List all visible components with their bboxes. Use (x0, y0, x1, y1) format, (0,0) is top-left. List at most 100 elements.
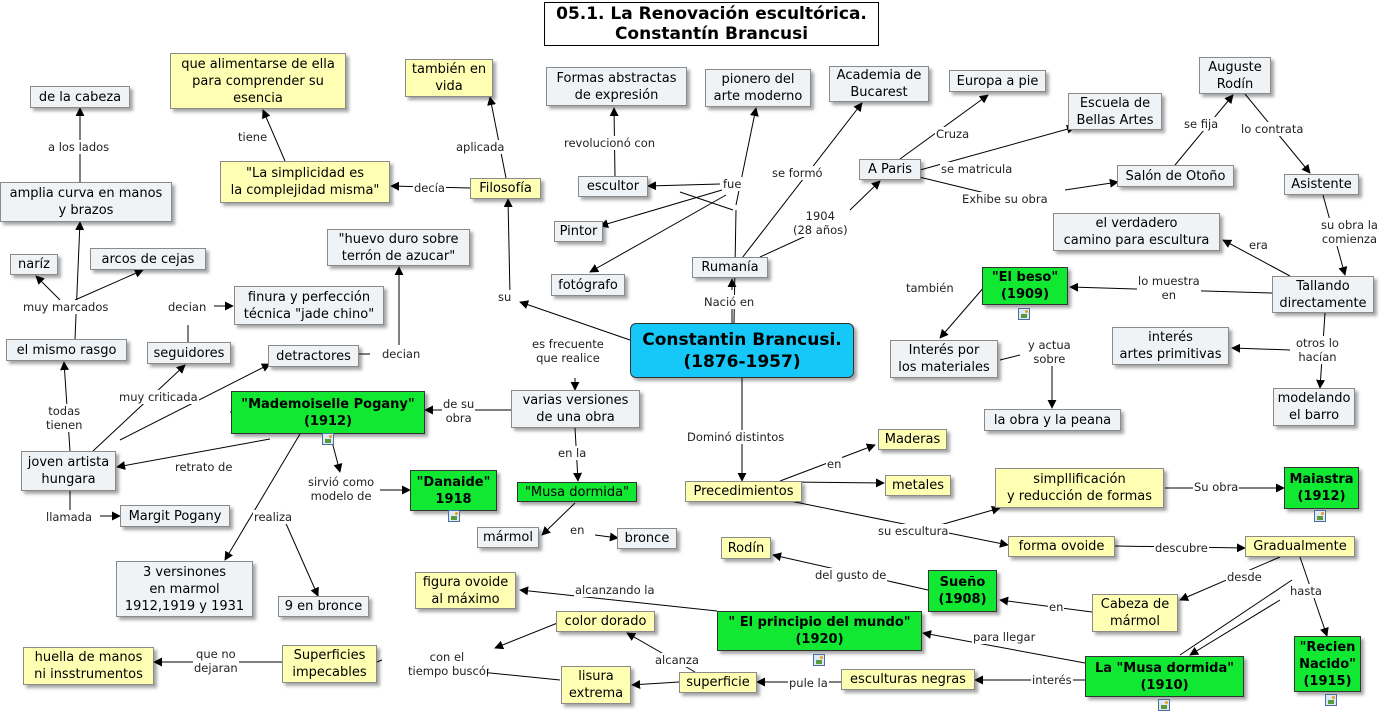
node-arcos[interactable]: arcos de cejas (90, 248, 206, 270)
image-icon[interactable] (1158, 699, 1170, 711)
node-superficie[interactable]: superficie (679, 672, 757, 693)
node-el-beso[interactable]: "El beso" (1909) (982, 267, 1068, 305)
connector-line (679, 191, 734, 211)
node-margit[interactable]: Margit Pogany (120, 505, 230, 527)
node-joven[interactable]: joven artista hungara (21, 451, 116, 491)
node-musa-dormida-g[interactable]: "Musa dormida" (517, 482, 637, 502)
link-label-domino: Dominó distintos (686, 430, 786, 444)
node-fotografo[interactable]: fotógrafo (551, 274, 625, 296)
node-paris[interactable]: A Paris (859, 159, 921, 180)
node-mismo-rasgo[interactable]: el mismo rasgo (6, 339, 127, 361)
image-icon[interactable] (1314, 510, 1326, 522)
node-pionero[interactable]: pionero del arte moderno (705, 69, 811, 107)
connector-line (74, 269, 144, 301)
node-salon[interactable]: Salón de Otoño (1117, 165, 1234, 187)
link-label-fue: fue (722, 177, 743, 191)
link-label-para-llegar: para llegar (972, 630, 1037, 644)
node-europa[interactable]: Europa a pie (949, 70, 1046, 92)
connector-line (599, 189, 723, 229)
node-academia[interactable]: Academia de Bucarest (829, 66, 929, 102)
connector-line (589, 194, 727, 273)
node-lisura[interactable]: lisura extrema (561, 666, 631, 704)
node-figura-ovoide[interactable]: figura ovoide al máximo (415, 572, 516, 609)
node-versiones-marmol[interactable]: 3 versinones en marmol 1912,1919 y 1931 (116, 561, 253, 617)
node-alimentarse[interactable]: que alimentarse de ella para comprender … (170, 53, 346, 109)
node-superficies-impecables[interactable]: Superficies impecables (282, 645, 377, 683)
link-label-en-materiales: en (826, 457, 843, 471)
node-escultor[interactable]: escultor (578, 176, 648, 197)
node-artes-primitivas[interactable]: interés artes primitivas (1112, 327, 1229, 365)
connector-line (262, 109, 286, 162)
node-formas-abstractas[interactable]: Formas abstractas de expresión (546, 67, 687, 106)
node-cabeza[interactable]: de la cabeza (30, 86, 130, 108)
connector-line (279, 509, 319, 597)
node-amplia-curva[interactable]: amplia curva en manos y brazos (0, 182, 172, 222)
node-gradualmente[interactable]: Gradualmente (1245, 536, 1355, 557)
node-tambien-vida[interactable]: también en vida (405, 59, 493, 97)
node-auguste-rodin[interactable]: Auguste Rodín (1199, 57, 1271, 94)
connector-line (1231, 343, 1291, 353)
image-icon[interactable] (813, 654, 825, 666)
link-label-decian-seguidores: decian (167, 300, 208, 314)
node-huella[interactable]: huella de manos ni insstrumentos (23, 647, 154, 685)
link-label-y-actua: y actua sobre (1027, 338, 1072, 366)
node-modelando[interactable]: modelando el barro (1273, 388, 1355, 426)
node-esculturas-negras[interactable]: esculturas negras (841, 669, 975, 690)
connector-line (939, 285, 986, 339)
central-node-brancusi[interactable]: Constantin Brancusi. (1876-1957) (630, 323, 854, 378)
node-forma-ovoide[interactable]: forma ovoide (1008, 536, 1115, 557)
image-icon[interactable] (1325, 694, 1337, 706)
connector-line (999, 596, 1093, 613)
node-seguidores[interactable]: seguidores (147, 342, 231, 364)
node-varias-versiones[interactable]: varias versiones de una obra (511, 390, 640, 428)
node-danaide[interactable]: "Danaide" 1918 (410, 470, 497, 511)
node-tallando[interactable]: Tallando directamente (1272, 276, 1374, 313)
node-rumania[interactable]: Rumanía (692, 257, 768, 278)
node-marmol[interactable]: mármol (477, 527, 539, 548)
node-precedimientos[interactable]: Precedimientos (685, 481, 802, 502)
image-icon[interactable] (322, 433, 334, 445)
node-obra-peana[interactable]: la obra y la peana (984, 409, 1121, 431)
node-mlle-pogany[interactable]: "Mademoiselle Pogany" (1912) (231, 391, 425, 434)
link-label-alcanza: alcanza (654, 653, 700, 667)
node-pintor[interactable]: Pintor (554, 221, 603, 242)
connector-line (116, 438, 271, 470)
node-maderas[interactable]: Maderas (878, 429, 947, 450)
node-finura[interactable]: finura y perfección técnica "jade chino" (234, 286, 384, 325)
node-simplificacion[interactable]: simpllificación y reducción de formas (995, 468, 1164, 508)
node-interes-materiales[interactable]: Interés por los materiales (890, 340, 998, 378)
node-recien-nacido[interactable]: "Recien Nacido" (1915) (1294, 636, 1361, 692)
connector-line (631, 679, 680, 689)
connector-line (1222, 239, 1291, 277)
link-label-en-la: en la (557, 446, 588, 460)
node-nariz[interactable]: naríz (10, 254, 58, 275)
link-label-su-obra-comienza: su obra la comienza (1320, 218, 1379, 246)
node-maiastra[interactable]: Maiastra (1912) (1284, 467, 1359, 509)
node-simplicidad[interactable]: "La simplicidad es la complejidad misma" (220, 161, 390, 203)
node-rodin[interactable]: Rodín (721, 537, 771, 559)
node-asistente[interactable]: Asistente (1284, 174, 1359, 195)
connector-line (849, 180, 881, 211)
node-cabeza-marmol[interactable]: Cabeza de mármol (1092, 594, 1178, 632)
node-huevo[interactable]: "huevo duro sobre terrón de azucar" (327, 229, 470, 266)
node-principio-mundo[interactable]: " El principio del mundo" (1920) (717, 611, 922, 651)
node-bronce9[interactable]: 9 en bronce (278, 596, 369, 617)
link-label-1904: 1904 (28 años) (792, 209, 849, 237)
link-label-decia: decía (413, 181, 446, 195)
node-verdadero[interactable]: el verdadero camino para escultura (1053, 213, 1220, 251)
link-label-su: su (497, 290, 513, 304)
link-label-muy-marcados: muy marcados (22, 300, 110, 314)
node-filosofia[interactable]: Filosofía (470, 178, 541, 199)
link-label-interes: interés (1031, 673, 1073, 687)
image-icon[interactable] (1018, 308, 1030, 320)
link-label-desde: desde (1226, 570, 1263, 584)
image-icon[interactable] (448, 510, 460, 522)
node-sueno[interactable]: Sueño (1908) (928, 570, 997, 612)
link-label-era: era (1248, 238, 1269, 252)
node-escuela[interactable]: Escuela de Bellas Artes (1068, 93, 1162, 130)
node-color-dorado[interactable]: color dorado (556, 611, 655, 632)
node-metales[interactable]: metales (885, 475, 951, 496)
node-bronce[interactable]: bronce (617, 528, 677, 549)
node-musa-1910[interactable]: La "Musa dormida" (1910) (1085, 656, 1244, 697)
node-detractores[interactable]: detractores (268, 345, 359, 367)
